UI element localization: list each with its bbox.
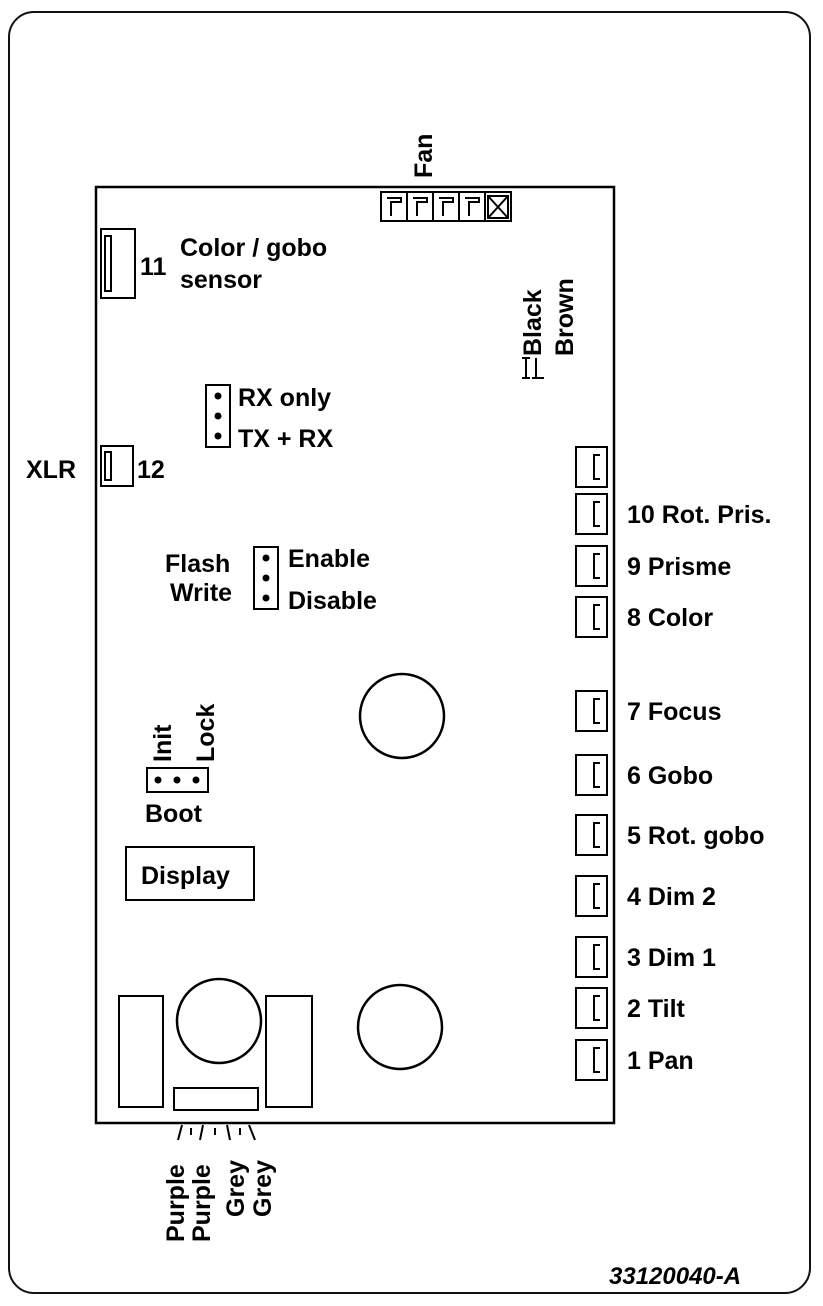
lock-label: Lock — [192, 704, 220, 762]
bottom-wire-3-label: Grey — [222, 1160, 250, 1217]
bottom-wire-2-label: Purple — [188, 1164, 216, 1242]
motor-connector — [575, 545, 608, 587]
init-label: Init — [149, 724, 177, 762]
display-box — [125, 846, 255, 901]
bottom-wire-1-label: Purple — [162, 1164, 190, 1242]
boot-jumper — [146, 767, 209, 793]
black-brown-connector — [522, 357, 544, 379]
rx-jumper — [205, 384, 231, 448]
xlr-connector — [100, 445, 134, 487]
connector-label: 9 Prisme — [627, 553, 731, 581]
flash-write-jumper — [253, 546, 279, 610]
boot-label: Boot — [145, 800, 203, 828]
motor-connector — [575, 875, 608, 917]
fan-connector — [380, 191, 512, 222]
motor-connector — [575, 690, 608, 732]
sensor-label-line1: Color / gobo — [180, 234, 327, 262]
connector-label: 6 Gobo — [627, 762, 713, 790]
connector-label: 1 Pan — [627, 1047, 694, 1075]
connector-label: 7 Focus — [627, 698, 721, 726]
flash-label: Flash — [165, 550, 230, 578]
display-label: Display — [141, 862, 230, 890]
connector-label: 10 Rot. Pris. — [627, 501, 772, 529]
bottom-wire-connector — [173, 1087, 259, 1111]
sensor-label-line2: sensor — [180, 266, 262, 294]
connector-unlabeled — [575, 446, 608, 488]
fan-label: Fan — [410, 134, 438, 178]
mounting-hole-lower-left — [175, 977, 263, 1065]
connector-label: 3 Dim 1 — [627, 944, 716, 972]
tx-rx-label: TX + RX — [238, 425, 333, 453]
motor-connector — [575, 936, 608, 978]
motor-connector — [575, 493, 608, 535]
sensor-connector-number: 11 — [140, 253, 167, 281]
enable-label: Enable — [288, 545, 370, 573]
diagram-frame — [8, 11, 811, 1294]
motor-connector — [575, 814, 608, 856]
wire-brown-label: Brown — [551, 278, 579, 356]
motor-connectors: 10 Rot. Pris. 9 Prisme 8 Color 7 Focus 6 Gob… — [575, 446, 772, 1081]
sensor-connector — [100, 228, 136, 299]
motor-connector — [575, 1039, 608, 1081]
bottom-wire-leads — [177, 1124, 256, 1141]
motor-connector — [575, 596, 608, 638]
mounting-hole-upper — [358, 672, 446, 760]
wire-black-label: Black — [519, 289, 547, 356]
disable-label: Disable — [288, 587, 377, 615]
part-number: 33120040-A — [609, 1263, 741, 1290]
motor-connector — [575, 754, 608, 796]
xlr-label: XLR — [26, 456, 76, 484]
bottom-left-component — [118, 995, 164, 1108]
motor-connector — [575, 987, 608, 1029]
circuit-board — [94, 185, 616, 1125]
bottom-wire-4-label: Grey — [249, 1160, 277, 1217]
connector-label: 2 Tilt — [627, 995, 686, 1023]
bottom-right-component — [265, 995, 313, 1108]
connector-label: 4 Dim 2 — [627, 883, 716, 911]
xlr-connector-number: 12 — [137, 456, 165, 484]
connector-label: 8 Color — [627, 604, 713, 632]
write-label: Write — [170, 579, 232, 607]
connector-label: 5 Rot. gobo — [627, 822, 764, 850]
mounting-hole-lower-right — [356, 983, 444, 1071]
rx-only-label: RX only — [238, 384, 331, 412]
